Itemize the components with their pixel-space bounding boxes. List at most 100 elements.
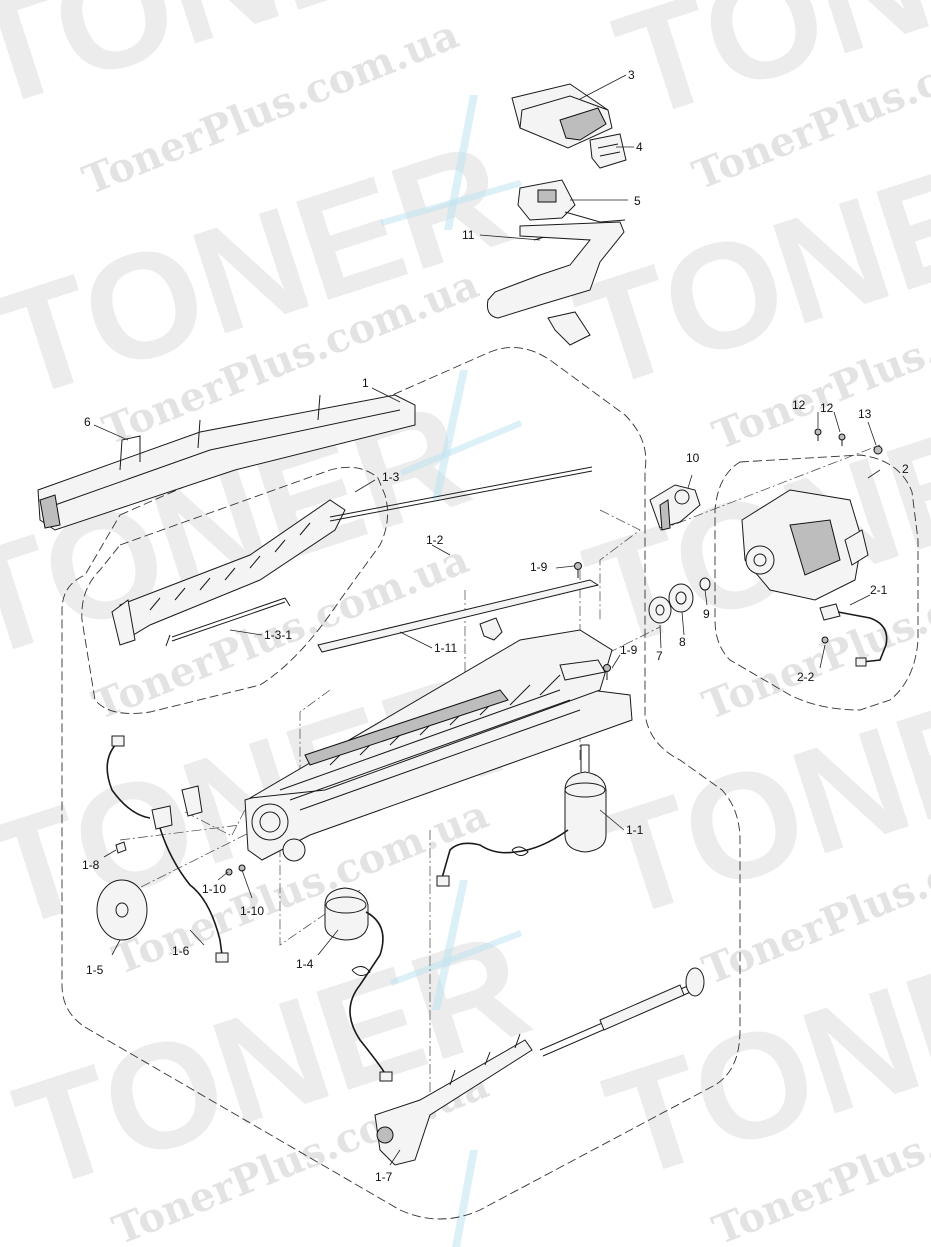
- part-1-5-body: [96, 879, 148, 941]
- part-5-wire: [564, 211, 626, 223]
- part-6-guide: [37, 394, 416, 531]
- part-1-4-motor: [324, 887, 393, 1082]
- main-frame-side-bracket: [559, 659, 606, 681]
- part-1-1-connector: [436, 875, 450, 887]
- group-outlines: [61, 347, 919, 1220]
- callout-12b: 12: [820, 401, 834, 415]
- part-1-1-top: [564, 782, 606, 798]
- part-1-6-sensor: [106, 735, 229, 963]
- callout-2-2: 2-2: [797, 670, 815, 684]
- part-1-7-pickup: [374, 1033, 533, 1166]
- callout-1-9b: 1-9: [620, 643, 638, 657]
- part-7-pulley: [648, 596, 672, 624]
- leader-12b: [833, 411, 841, 433]
- part-2-gear: [745, 545, 775, 575]
- flat-cable: [487, 221, 625, 346]
- part-9-washer: [699, 577, 711, 591]
- leader-1-6: [189, 929, 205, 946]
- part-2-1-body: [819, 603, 841, 621]
- part-3-cover: [511, 83, 613, 149]
- part-5-holder: [517, 179, 626, 223]
- leader-1-10b: [241, 869, 253, 899]
- part-1-4-face: [325, 896, 367, 914]
- screw-head: [821, 636, 829, 644]
- part-7-hub: [655, 604, 665, 616]
- flat-cable-end: [547, 311, 591, 346]
- part-4-bracket: [589, 133, 627, 169]
- part-1-3-end: [111, 599, 136, 646]
- part-2-1-connector: [855, 657, 867, 667]
- leader-1-3-1: [229, 629, 263, 636]
- callout-1-11: 1-11: [434, 641, 457, 655]
- callout-3: 3: [628, 68, 635, 82]
- part-8-hub: [675, 591, 687, 605]
- screw-head: [603, 664, 611, 672]
- callout-8: 8: [679, 635, 686, 649]
- leader-6: [93, 424, 129, 441]
- axis-line: [599, 509, 641, 620]
- callout-1-9a: 1-9: [530, 560, 548, 574]
- screw-head: [225, 868, 233, 876]
- callout-1: 1: [362, 376, 369, 390]
- part-4-body: [589, 133, 627, 169]
- main-frame-roller: [304, 689, 509, 766]
- part-1-1-shaft: [580, 744, 590, 772]
- feed-shaft-roller: [599, 984, 685, 1031]
- part-1-4-connector: [379, 1071, 393, 1082]
- leader-1-7: [389, 1149, 401, 1166]
- callout-labels: 3 4 5 11 1 6 1-3 1-2 1-3-1 1-11 1-9 1-9 …: [82, 68, 909, 1184]
- part-1-9-screw-2: [603, 664, 611, 680]
- part-1-3-1-bar: [165, 597, 291, 647]
- watermark-accent: [432, 880, 468, 1010]
- axis-line: [659, 444, 881, 531]
- part-1-5-disk: [96, 879, 148, 941]
- part-2-1-sensor: [819, 603, 888, 667]
- main-frame: [244, 629, 633, 862]
- part-1-8-bushing: [115, 841, 127, 854]
- leader-9: [704, 589, 708, 606]
- watermark-accent: [400, 420, 522, 476]
- part-2-gear-hub: [753, 553, 767, 567]
- assembly-1-3-outline: [81, 466, 389, 714]
- part-6-end: [39, 494, 61, 529]
- flat-cable-body: [487, 221, 625, 319]
- leader-1-3: [354, 479, 376, 493]
- callout-4: 4: [636, 140, 643, 154]
- part-1-3-1-body: [171, 597, 286, 642]
- axis-line: [124, 626, 661, 896]
- leader-11: [479, 234, 541, 241]
- leader-1-4: [317, 929, 339, 956]
- part-1-7-roller: [376, 1126, 394, 1144]
- callout-2: 2: [902, 462, 909, 476]
- callout-6: 6: [84, 415, 91, 429]
- screw-head: [574, 562, 582, 570]
- leader-1-5: [111, 939, 121, 956]
- axis-line: [184, 811, 231, 836]
- part-13-screw: [873, 445, 883, 455]
- callout-1-4: 1-4: [296, 957, 314, 971]
- main-frame-gear-small: [282, 838, 306, 862]
- part-1-6-connector-b: [215, 952, 229, 963]
- screw-head: [873, 445, 883, 455]
- part-1-10-screw: [225, 868, 233, 876]
- screw-head: [838, 433, 846, 441]
- part-3-edge: [519, 95, 609, 129]
- callout-1-2: 1-2: [426, 533, 444, 547]
- part-12-screw-2: [838, 433, 846, 446]
- callout-1-8: 1-8: [82, 858, 100, 872]
- part-1-5-hub: [115, 902, 129, 918]
- part-12-screw: [814, 428, 822, 441]
- part-10-gear: [649, 484, 701, 531]
- assembly-1-outline: [61, 347, 741, 1220]
- part-1-11-rail: [317, 579, 600, 653]
- part-10-shaft: [659, 499, 671, 531]
- main-frame-gear-hub: [259, 811, 281, 833]
- part-2-2-screw: [821, 636, 829, 644]
- part-1-3-1-tips: [165, 597, 291, 647]
- leader-2-1: [849, 594, 871, 606]
- feed-shaft-end: [685, 967, 705, 997]
- part-1-6-harness-a: [106, 741, 151, 819]
- part-1-6-bracket: [181, 785, 203, 817]
- callout-5: 5: [634, 194, 641, 208]
